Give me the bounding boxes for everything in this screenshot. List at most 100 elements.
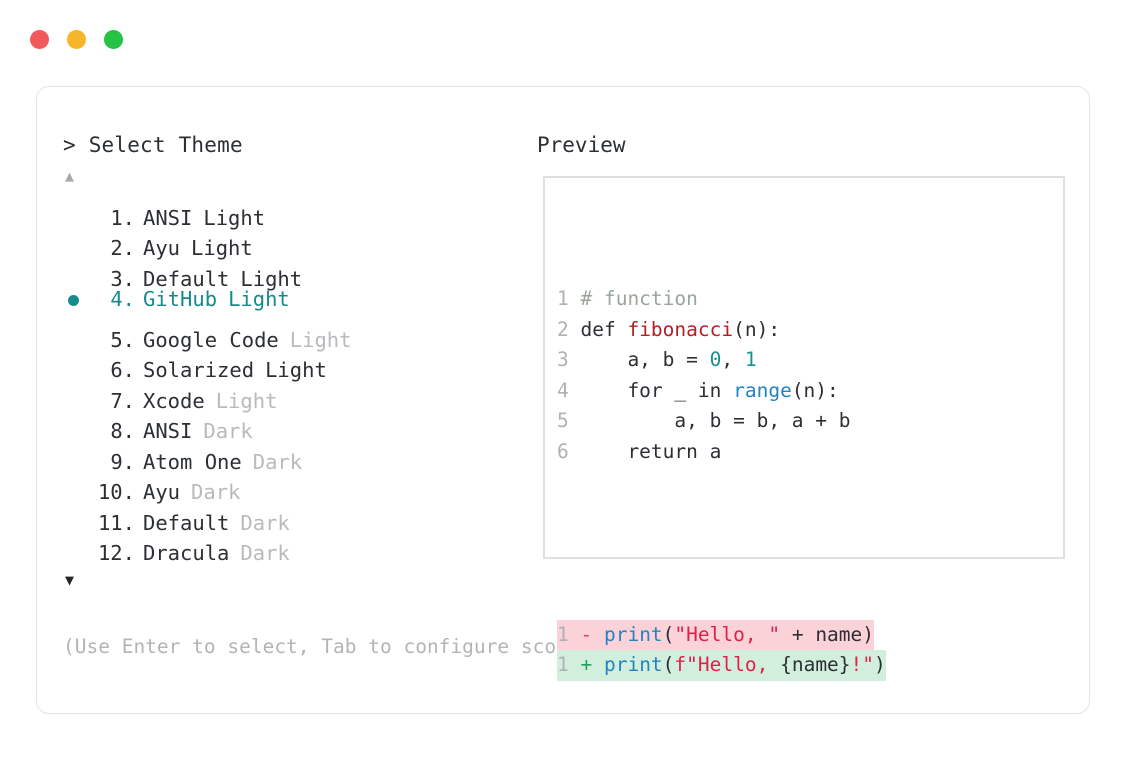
list-item-variant: Dark xyxy=(240,510,290,535)
list-item-number: 7. xyxy=(110,388,135,413)
theme-selector-card: > Select Theme ▲ 1. ANSI Light 2. Ayu Li… xyxy=(36,86,1090,714)
code-token: !" xyxy=(850,653,875,676)
selection-bullet-slot xyxy=(63,347,97,378)
code-line: 2 def fibonacci(n): xyxy=(557,315,1059,346)
list-item-name: Ayu xyxy=(143,480,181,504)
list-item-number: 3. xyxy=(110,266,135,291)
list-item-number: 5. xyxy=(110,327,135,352)
list-item-variant: Light xyxy=(215,388,278,413)
selection-bullet-slot xyxy=(63,499,97,530)
scroll-down-arrow-icon[interactable]: ▼ xyxy=(65,571,75,589)
list-item-variant: Light xyxy=(289,327,352,352)
scroll-up-arrow-icon[interactable]: ▲ xyxy=(65,167,75,185)
list-item-name: Ayu xyxy=(143,236,181,260)
list-item[interactable]: 12. Dracula Dark xyxy=(63,530,523,565)
line-number: 1 xyxy=(557,287,581,310)
selection-bullet-slot xyxy=(63,255,97,286)
code-token: return a xyxy=(580,439,722,463)
maximize-button-icon[interactable] xyxy=(104,30,123,49)
list-item-number: 2. xyxy=(110,236,135,260)
list-item[interactable]: 3. Default Light xyxy=(63,255,523,291)
list-item[interactable]: 11. Default Dark xyxy=(63,499,523,535)
minimize-button-icon[interactable] xyxy=(67,30,86,49)
list-item[interactable]: 5. Google Code Light xyxy=(63,316,523,352)
list-item-variant: Light xyxy=(228,287,290,312)
list-item-name: Dracula xyxy=(143,541,230,565)
list-item[interactable]: 1. ANSI Light xyxy=(63,194,523,230)
code-token: (n): xyxy=(791,378,839,402)
code-token: ( xyxy=(662,622,675,646)
list-item-number: 11. xyxy=(97,510,135,535)
list-item-variant: Dark xyxy=(191,480,241,504)
diff-plus-sign: + xyxy=(580,653,604,676)
prompt-symbol: > xyxy=(63,133,76,157)
preview-label: Preview xyxy=(537,133,626,157)
list-item-number: 6. xyxy=(110,358,135,382)
list-item-name: ANSI xyxy=(143,205,193,230)
list-item-variant: Light xyxy=(240,266,303,291)
page-title: Select Theme xyxy=(88,133,243,157)
selected-bullet-icon xyxy=(68,295,79,307)
close-button-icon[interactable] xyxy=(30,30,49,49)
list-item[interactable]: 10. Ayu Dark xyxy=(63,469,523,504)
list-item-variant: Light xyxy=(203,205,266,230)
diff-added-line: 1 + print(f"Hello, {name}!") xyxy=(557,650,886,681)
code-token: "Hello, " xyxy=(674,622,781,646)
list-item[interactable]: 2. Ayu Light xyxy=(63,225,523,260)
code-token: , xyxy=(721,348,745,371)
list-item[interactable]: 9. Atom One Dark xyxy=(63,438,523,474)
code-line: 6 return a xyxy=(557,437,1059,468)
theme-list[interactable]: 1. ANSI Light 2. Ayu Light 3. Default xyxy=(63,194,523,565)
list-item-number: 4. xyxy=(110,287,135,312)
diff-lines: 1 - print("Hello, " + name)1 + print(f"H… xyxy=(557,619,1059,681)
list-item[interactable]: 7. Xcode Light xyxy=(63,377,523,413)
code-token: fibonacci xyxy=(627,317,734,341)
list-item-variant: Light xyxy=(265,358,327,382)
diff-removed-line: 1 - print("Hello, " + name) xyxy=(557,619,875,650)
list-item[interactable]: 8. ANSI Dark xyxy=(63,408,523,443)
list-item[interactable]: 6. Solarized Light xyxy=(63,347,523,382)
code-line: 1 # function xyxy=(557,284,1059,315)
selection-bullet-slot xyxy=(63,286,97,317)
list-item-name: ANSI xyxy=(143,419,193,443)
list-item-name: Google Code xyxy=(143,327,279,352)
line-number: 1 xyxy=(557,653,581,676)
diff-row: 1 - print("Hello, " + name) xyxy=(557,619,1059,650)
diff-row: 1 + print(f"Hello, {name}!") xyxy=(557,650,1059,681)
code-token: f"Hello, xyxy=(674,653,781,676)
list-item-number: 10. xyxy=(97,480,135,504)
line-number: 5 xyxy=(557,409,581,432)
selection-bullet-slot xyxy=(63,408,97,439)
list-item-number: 8. xyxy=(110,419,135,443)
list-item-variant: Dark xyxy=(240,541,290,565)
code-token: 1 xyxy=(744,348,757,371)
line-number: 2 xyxy=(557,317,581,341)
selection-bullet-slot xyxy=(63,316,97,347)
code-token: ) xyxy=(874,653,886,676)
list-item-variant: Dark xyxy=(252,449,303,474)
code-line: 4 for _ in range(n): xyxy=(557,376,1059,407)
list-item-selected[interactable]: 4. GitHub Light xyxy=(63,286,523,317)
selection-bullet-slot xyxy=(63,530,97,561)
code-token: def xyxy=(580,317,628,341)
code-token: (n): xyxy=(733,317,781,341)
code-token: {name} xyxy=(780,653,851,676)
list-item-name: Default xyxy=(143,266,230,291)
line-number: 3 xyxy=(557,348,581,371)
list-item-number: 12. xyxy=(97,541,135,565)
window-traffic-lights xyxy=(30,30,123,49)
list-item-number: 1. xyxy=(110,205,135,230)
code-token: range xyxy=(733,378,792,402)
code-token: + name) xyxy=(780,622,875,646)
diff-minus-sign: - xyxy=(580,622,604,646)
code-line: 3 a, b = 0, 1 xyxy=(557,345,1059,376)
prompt-line: > Select Theme xyxy=(63,133,523,157)
code-token: a, b = b, a + b xyxy=(580,409,851,432)
selection-bullet-slot xyxy=(63,194,97,225)
selection-bullet-slot xyxy=(63,377,97,408)
list-item-variant: Light xyxy=(191,236,253,260)
